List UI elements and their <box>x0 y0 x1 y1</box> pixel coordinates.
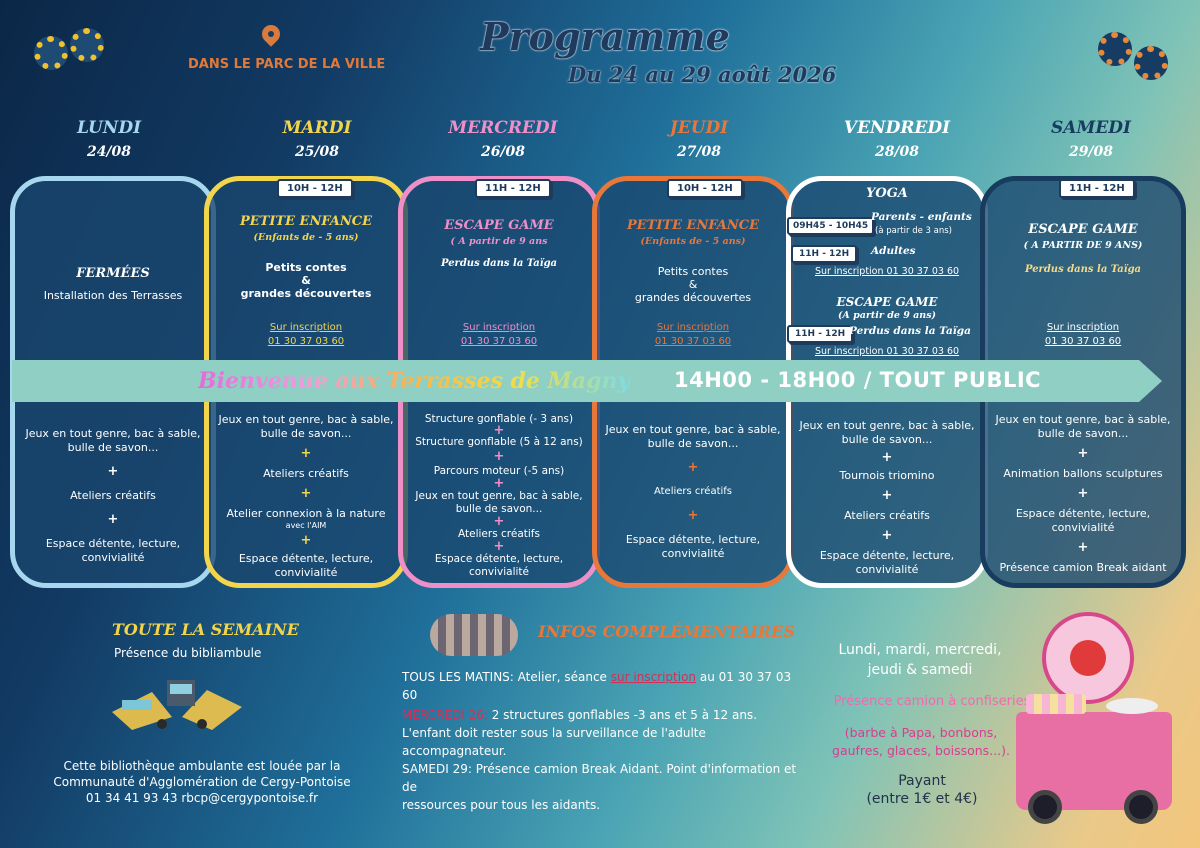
week-line: Présence du bibliambule <box>114 646 262 660</box>
day-date: 25/08 <box>294 144 340 160</box>
day-header-mardi: MARDI 25/08 <box>222 118 412 160</box>
bibliobus-icon <box>112 680 242 730</box>
time-slot: 11H - 12H <box>791 245 858 263</box>
activity-list: Jeux en tout genre, bac à sable, bulle d… <box>25 427 201 564</box>
time-slot: 10H - 12H <box>277 179 353 198</box>
infos-mercredi: MERCREDI 26: 2 structures gonflables -3 … <box>402 708 758 758</box>
activity-desc: Perdus dans la Taïga <box>1024 264 1142 275</box>
week-footer: Cette bibliothèque ambulante est louée p… <box>53 759 351 805</box>
hours-text: 14H00 - 18H00 / TOUT PUBLIC <box>674 368 1042 392</box>
activity-sub: ( A partir de 9 ans <box>450 236 548 247</box>
yoga-group-1-sub: (à partir de 3 ans) <box>875 226 952 236</box>
closed-desc: Installation des Terrasses <box>43 289 183 302</box>
sunglasses-left-icon <box>34 28 104 70</box>
infos-title: INFOS COMPLÉMENTAIRES <box>538 622 795 641</box>
day-header-mercredi: MERCREDI 26/08 <box>408 118 598 160</box>
registration-link[interactable]: Sur inscription 01 30 37 03 60 <box>814 266 960 277</box>
time-slot: 09H45 - 10H45 <box>787 217 875 235</box>
day-name: MERCREDI <box>448 118 558 138</box>
towel-roll-icon <box>430 614 518 656</box>
week-title: TOUTE LA SEMAINE <box>112 620 299 639</box>
confiserie-price: Payant (entre 1€ et 4€) <box>866 773 978 807</box>
activity-desc: Petits contes & grandes découvertes <box>634 265 752 304</box>
registration-link-2[interactable]: Sur inscription 01 30 37 03 60 <box>814 346 960 357</box>
activity-title: PETITE ENFANCE <box>239 214 373 229</box>
day-date: 28/08 <box>874 144 920 160</box>
activity-sub: ( A PARTIR DE 9 ANS) <box>1023 240 1143 251</box>
confiserie-desc: (barbe à Papa, bonbons, gaufres, glaces,… <box>832 725 1010 758</box>
location-pin-icon <box>258 21 284 47</box>
confiserie-logo <box>1042 612 1134 704</box>
activity-title: ESCAPE GAME <box>444 218 554 233</box>
activity-desc: Perdus dans la Taïga <box>440 258 558 269</box>
activity-title-2: ESCAPE GAME <box>836 295 938 309</box>
infos-matins: TOUS LES MATINS: Atelier, séance sur ins… <box>402 670 792 702</box>
page-title: Programme <box>480 14 730 59</box>
day-date: 29/08 <box>1068 144 1114 160</box>
registration-link[interactable]: sur inscription <box>610 670 697 684</box>
page-subtitle: Du 24 au 29 août 2026 <box>568 62 837 87</box>
time-slot: 11H - 12H <box>475 179 551 198</box>
activity-sub-2: (A partir de 9 ans) <box>837 310 937 321</box>
sunglasses-right-icon <box>1098 32 1168 80</box>
activity-title: PETITE ENFANCE <box>626 218 760 233</box>
activity-list: Jeux en tout genre, bac à sable, bulle d… <box>799 419 975 576</box>
activity-list: Jeux en tout genre, bac à sable, bulle d… <box>218 413 394 579</box>
day-name: MARDI <box>282 118 352 138</box>
day-date: 27/08 <box>676 144 722 160</box>
infos-samedi: SAMEDI 29: Présence camion Break Aidant.… <box>402 762 797 812</box>
day-header-lundi: LUNDI 24/08 <box>14 118 204 160</box>
day-header-vendredi: VENDREDI 28/08 <box>802 118 992 160</box>
day-name: LUNDI <box>76 118 142 138</box>
activity-title: YOGA <box>866 186 908 201</box>
confiserie-days: Lundi, mardi, mercredi, jeudi & samedi <box>838 642 1002 678</box>
day-name: JEUDI <box>669 118 729 138</box>
activity-title: ESCAPE GAME <box>1028 222 1138 237</box>
day-header-samedi: SAMEDI 29/08 <box>996 118 1186 160</box>
yoga-group-1: Parents - enfants <box>871 211 972 223</box>
yoga-group-2: Adultes <box>871 245 916 257</box>
candy-cart-icon <box>1016 694 1172 824</box>
registration-link[interactable]: Sur inscription 01 30 37 03 60 <box>267 322 345 347</box>
activity-sub: (Enfants de - 5 ans) <box>640 236 746 247</box>
activity-list: Jeux en tout genre, bac à sable, bulle d… <box>605 423 781 560</box>
activity-sub: (Enfants de - 5 ans) <box>253 232 359 243</box>
confiserie-title: Présence camion à confiseries <box>833 694 1031 709</box>
location-text: DANS LE PARC DE LA VILLE <box>188 57 386 72</box>
time-slot: 10H - 12H <box>667 179 743 198</box>
registration-link[interactable]: Sur inscription 01 30 37 03 60 <box>654 322 732 347</box>
time-slot: 11H - 12H <box>787 325 854 343</box>
day-name: SAMEDI <box>1051 118 1131 138</box>
registration-link[interactable]: Sur inscription 01 30 37 03 60 <box>460 322 538 347</box>
activity-desc: Perdus dans la Taïga <box>849 325 971 337</box>
registration-link[interactable]: Sur inscription 01 30 37 03 60 <box>1044 322 1122 347</box>
activity-list: Structure gonflable (- 3 ans) + Structur… <box>415 413 583 578</box>
day-header-jeudi: JEUDI 27/08 <box>604 118 794 160</box>
activity-desc: Petits contes & grandes découvertes <box>240 261 372 300</box>
closed-label: FERMÉES <box>76 266 150 281</box>
day-date: 24/08 <box>86 144 132 160</box>
welcome-banner <box>12 360 1162 402</box>
activity-list: Jeux en tout genre, bac à sable, bulle d… <box>995 413 1171 574</box>
time-slot: 11H - 12H <box>1059 179 1135 198</box>
day-name: VENDREDI <box>843 118 951 138</box>
day-date: 26/08 <box>480 144 526 160</box>
welcome-text: Bienvenue aux Terrasses de Magny <box>198 368 631 394</box>
